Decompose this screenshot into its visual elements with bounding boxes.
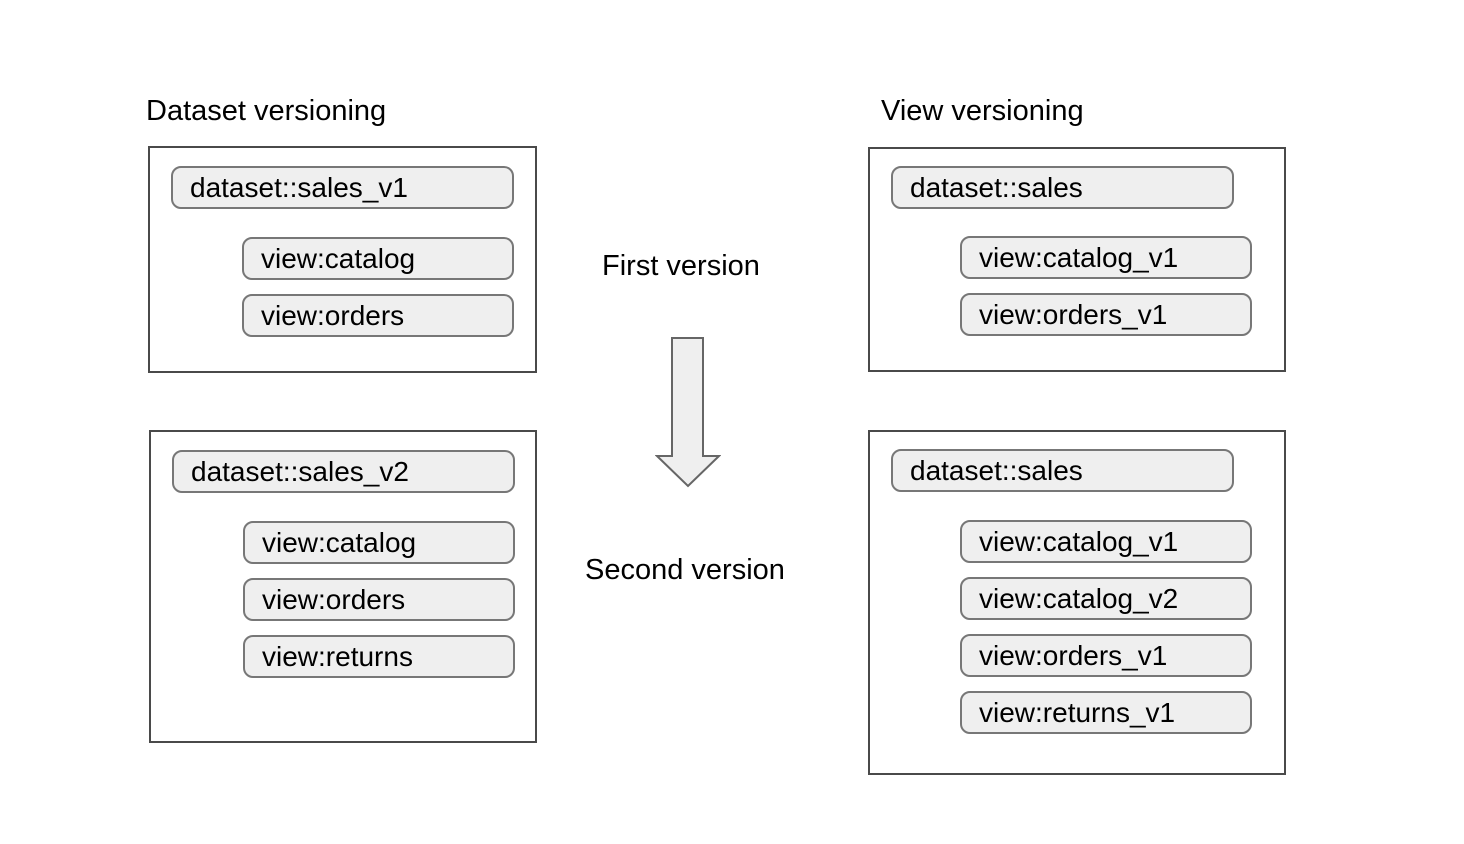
view-node-pill: view:catalog_v1 <box>960 520 1252 563</box>
view-node-pill: view:orders <box>242 294 514 337</box>
first-version-label: First version <box>602 250 760 282</box>
dataset-node-pill: dataset::sales <box>891 449 1234 492</box>
view-node-pill: view:catalog <box>242 237 514 280</box>
view-node-pill: view:returns_v1 <box>960 691 1252 734</box>
second-version-label: Second version <box>585 554 785 586</box>
view-node-pill: view:catalog_v2 <box>960 577 1252 620</box>
view-versioning-second-box: dataset::sales view:catalog_v1 view:cata… <box>868 430 1286 775</box>
dataset-versioning-title: Dataset versioning <box>146 95 387 127</box>
down-arrow-icon <box>654 336 722 488</box>
dataset-versioning-second-box: dataset::sales_v2 view:catalog view:orde… <box>149 430 537 743</box>
view-node-pill: view:orders <box>243 578 515 621</box>
view-node-pill: view:catalog <box>243 521 515 564</box>
view-node-pill: view:catalog_v1 <box>960 236 1252 279</box>
view-versioning-title: View versioning <box>881 95 1084 127</box>
dataset-node-pill: dataset::sales_v2 <box>172 450 515 493</box>
dataset-node-pill: dataset::sales <box>891 166 1234 209</box>
dataset-versioning-first-box: dataset::sales_v1 view:catalog view:orde… <box>148 146 537 373</box>
view-node-pill: view:returns <box>243 635 515 678</box>
view-node-pill: view:orders_v1 <box>960 293 1252 336</box>
view-node-pill: view:orders_v1 <box>960 634 1252 677</box>
view-versioning-first-box: dataset::sales view:catalog_v1 view:orde… <box>868 147 1286 372</box>
dataset-node-pill: dataset::sales_v1 <box>171 166 514 209</box>
